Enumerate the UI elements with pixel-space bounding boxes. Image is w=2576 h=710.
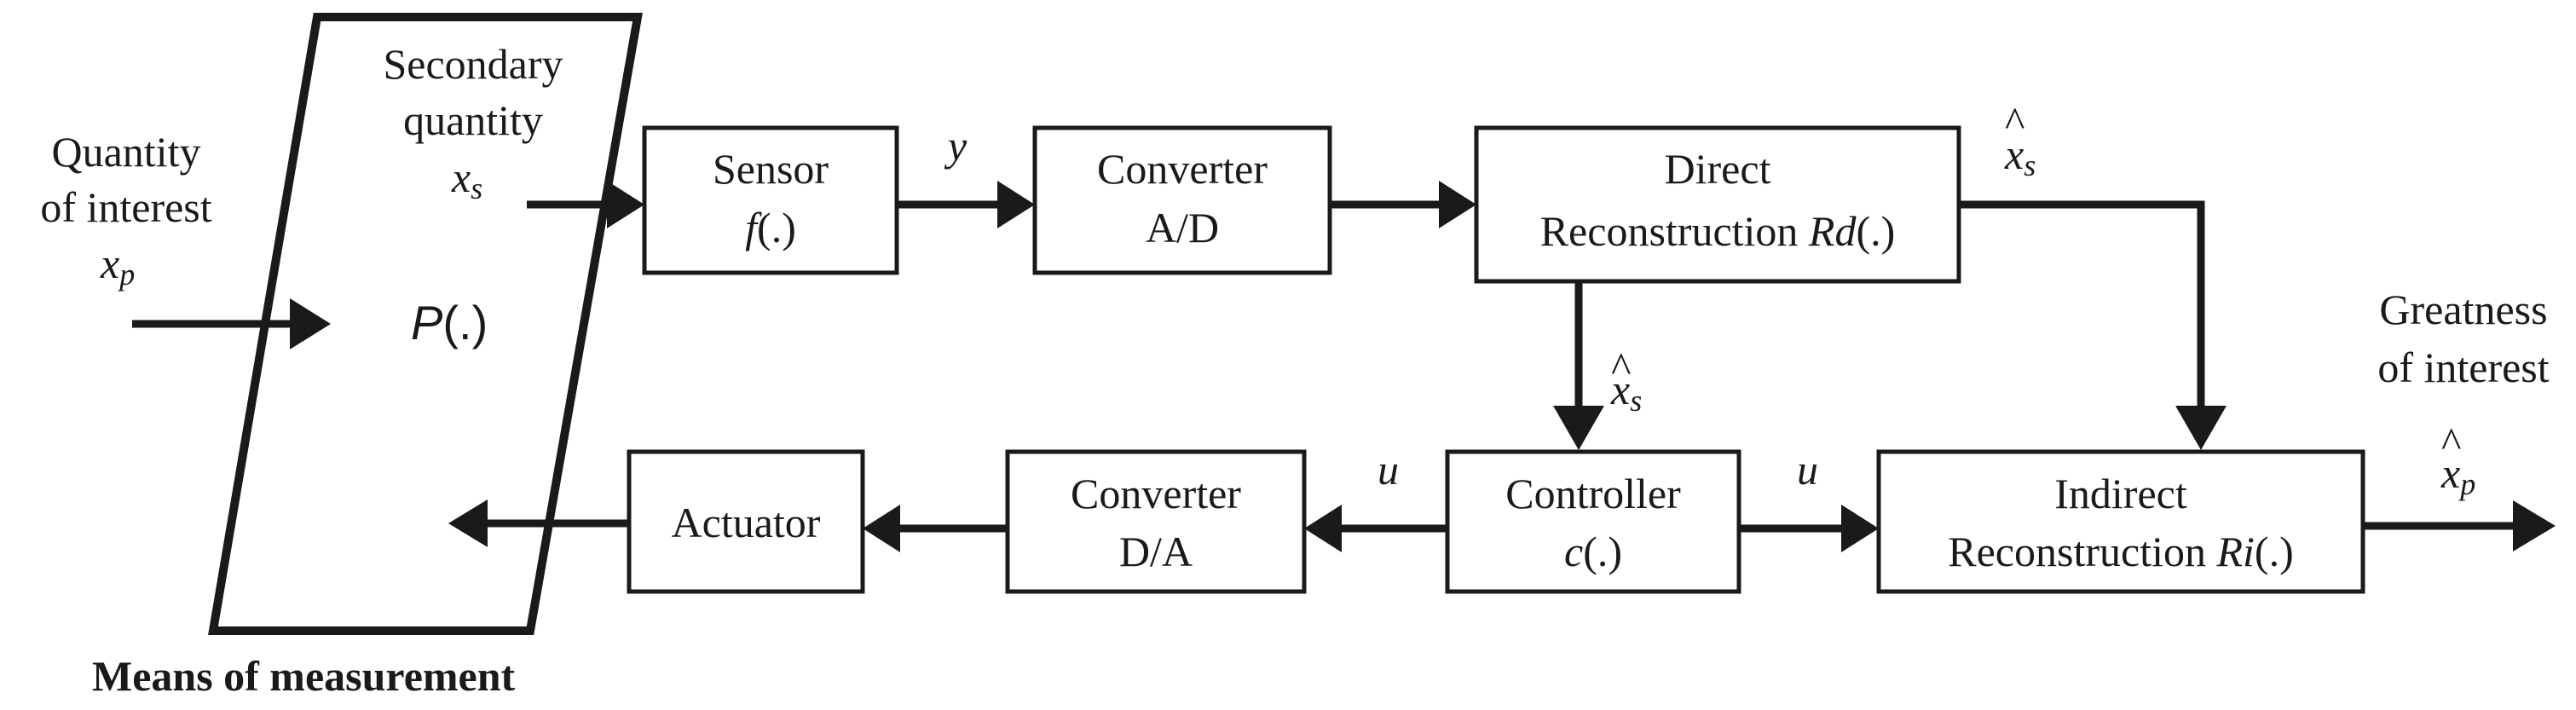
controller-box: [1445, 449, 1741, 594]
direct-to-indirect-arrowhead: [2175, 406, 2227, 450]
input-quantity-label-line1: Quantity: [52, 128, 201, 176]
direct-to-controller-arrowhead: [1553, 406, 1604, 450]
output-symbol-hat: ^: [2441, 418, 2461, 466]
input-subscript: p: [117, 257, 135, 292]
adc-label-line2: A/D: [1146, 204, 1219, 251]
indirect-reconstruction-word: Reconstruction: [1948, 528, 2216, 575]
output-subscript: p: [2458, 467, 2475, 501]
signal-xs-hat-mid-hat: ^: [1611, 343, 1631, 391]
controller-to-indirect-arrowhead: [1841, 505, 1879, 552]
direct-reconstruction-box: [1474, 125, 1961, 284]
process-args: (.): [442, 296, 488, 349]
indirect-reconstruction-line1: Indirect: [2054, 470, 2187, 517]
actuator-label: Actuator: [672, 499, 821, 546]
controller-block: Controller c(.): [1445, 449, 1741, 594]
indirect-reconstruction-box: [1876, 449, 2365, 594]
secondary-quantity-label-line2: quantity: [403, 96, 543, 144]
output-label-line2: of interest: [2377, 343, 2549, 391]
signal-y-label: y: [944, 122, 967, 170]
sensor-box: [642, 125, 899, 275]
sensor-function-args: (.): [757, 204, 796, 251]
secondary-quantity-symbol: xs: [451, 153, 482, 205]
sensor-function: f(.): [745, 204, 796, 251]
direct-to-indirect-line: [1959, 200, 2205, 409]
output-symbol: xp: [2440, 449, 2475, 501]
signal-xs-hat-mid: xs: [1610, 366, 1642, 418]
direct-reconstruction-fn: Rd: [1808, 207, 1857, 255]
controller-function-name: c: [1564, 528, 1583, 575]
sensor-label: Sensor: [713, 145, 829, 193]
secondary-quantity-subscript: s: [471, 171, 482, 205]
sensor-block: Sensor f(.): [642, 125, 899, 275]
input-arrowhead: [290, 298, 331, 349]
signal-xs-hat-mid-sub: s: [1630, 384, 1642, 418]
actuator-box: [627, 449, 865, 594]
direct-reconstruction-block: Direct Reconstruction Rd(.): [1474, 125, 1961, 284]
dac-box: [1005, 449, 1307, 594]
signal-xs-hat-mid-x: x: [1610, 366, 1630, 413]
dac-to-actuator-arrowhead: [863, 505, 900, 552]
direct-reconstruction-word: Reconstruction: [1540, 207, 1809, 255]
input-x: x: [100, 240, 119, 287]
signal-xs-hat-top-hat: ^: [2005, 98, 2024, 146]
actuator-block: Actuator: [627, 449, 865, 594]
xs-to-sensor-arrowhead: [607, 181, 644, 228]
secondary-quantity-x: x: [451, 153, 471, 201]
dac-block: Converter D/A: [1005, 449, 1307, 594]
signal-u-right-label: u: [1797, 446, 1818, 494]
indirect-reconstruction-block: Indirect Reconstruction Ri(.): [1876, 449, 2365, 594]
process-letter: P: [411, 296, 442, 349]
controller-function-args: (.): [1583, 528, 1622, 575]
signal-xs-hat-top: xs: [2004, 130, 2036, 182]
indirect-reconstruction-line2: Reconstruction Ri(.): [1948, 528, 2293, 575]
process-function-label: P(.): [411, 296, 488, 349]
direct-reconstruction-line1: Direct: [1665, 145, 1771, 193]
signal-u-left-label: u: [1378, 446, 1399, 494]
dac-label-line2: D/A: [1119, 528, 1193, 575]
adc-box: [1032, 125, 1332, 275]
sensor-to-adc-arrowhead: [997, 181, 1035, 228]
secondary-quantity-label-line1: Secondary: [383, 40, 563, 88]
dac-label-line1: Converter: [1071, 470, 1241, 517]
controller-to-dac-arrowhead: [1304, 505, 1342, 552]
signal-xs-hat-top-sub: s: [2024, 148, 2036, 182]
output-x: x: [2440, 449, 2460, 497]
measurement-medium-shape: [208, 13, 643, 635]
controller-label: Controller: [1505, 470, 1681, 517]
input-quantity-label-line2: of interest: [40, 183, 211, 231]
indirect-reconstruction-args: (.): [2255, 528, 2294, 575]
input-quantity-symbol: xp: [100, 240, 135, 292]
signal-xs-hat-top-x: x: [2004, 130, 2024, 178]
indirect-reconstruction-fn: Ri: [2215, 528, 2254, 575]
means-of-measurement-caption: Means of measurement: [92, 652, 516, 700]
adc-block: Converter A/D: [1032, 125, 1332, 275]
adc-label-line1: Converter: [1097, 145, 1268, 193]
controller-function: c(.): [1564, 528, 1622, 575]
adc-to-direct-arrowhead: [1439, 181, 1476, 228]
actuator-to-medium-arrowhead: [448, 499, 488, 547]
direct-reconstruction-args: (.): [1856, 207, 1895, 255]
output-label-line1: Greatness: [2379, 286, 2547, 333]
direct-reconstruction-line2: Reconstruction Rd(.): [1540, 207, 1896, 255]
output-arrowhead: [2513, 500, 2556, 551]
